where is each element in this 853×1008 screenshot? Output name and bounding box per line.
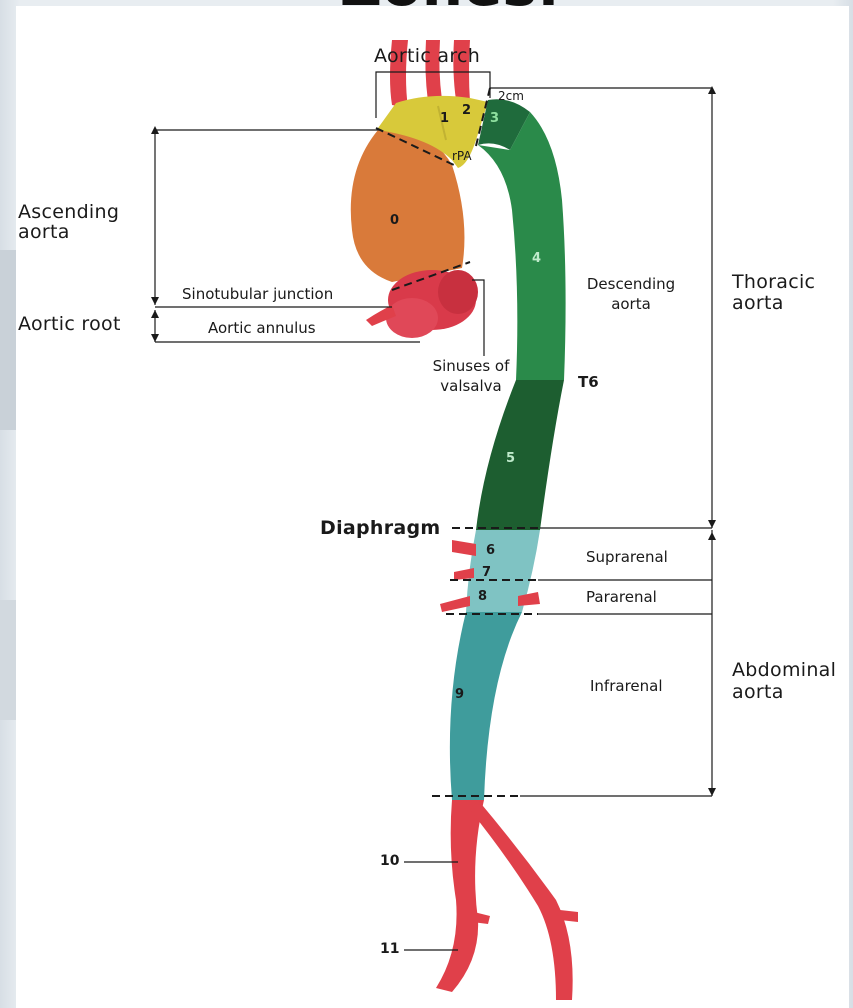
t6-label: T6 — [578, 374, 599, 391]
zone-7-label: 7 — [482, 566, 491, 579]
rpa-label: rPA — [452, 150, 472, 163]
zone-6-label: 6 — [486, 544, 495, 557]
sinuses-of-valsalva-label-2: valsalva — [428, 378, 514, 395]
aortic-annulus-label: Aortic annulus — [208, 320, 316, 337]
zone-4-label: 4 — [532, 252, 541, 265]
zone-10-label: 10 — [380, 854, 399, 868]
iliac-arteries — [436, 800, 578, 1000]
ascending-aorta-label-2: aorta — [18, 222, 70, 243]
ascending-aorta-label-1: Ascending — [18, 202, 119, 223]
sinuses-of-valsalva-label-1: Sinuses of — [428, 358, 514, 375]
infrarenal-label: Infrarenal — [590, 678, 663, 695]
two-cm-label: 2cm — [498, 90, 524, 103]
zone-5 — [476, 380, 564, 530]
thoracic-aorta-label-1: Thoracic — [732, 272, 815, 293]
aortic-root-label: Aortic root — [18, 314, 121, 335]
zone-11-label: 11 — [380, 942, 399, 956]
sinotubular-junction-label: Sinotubular junction — [182, 286, 333, 303]
descending-aorta-label-2: aorta — [578, 296, 684, 313]
zone-9-infrarenal — [450, 612, 522, 800]
zone-4-descending-thoracic — [478, 112, 566, 380]
pararenal-label: Pararenal — [586, 589, 657, 606]
zone-8-label: 8 — [478, 590, 487, 603]
thoracic-aorta-label-2: aorta — [732, 293, 784, 314]
abdominal-aorta-label-2: aorta — [732, 682, 784, 703]
zone-1-label: 1 — [440, 112, 449, 125]
zone-5-label: 5 — [506, 452, 515, 465]
aortic-arch-label: Aortic arch — [374, 46, 480, 67]
zone-0-label: 0 — [390, 214, 399, 227]
diaphragm-label: Diaphragm — [320, 518, 441, 539]
zone-9-label: 9 — [455, 688, 464, 701]
zone-2-label: 2 — [462, 104, 471, 117]
zone-3-label: 3 — [490, 112, 499, 125]
abdominal-aorta-label-1: Abdominal — [732, 660, 836, 681]
descending-aorta-label-1: Descending — [578, 276, 684, 293]
suprarenal-label: Suprarenal — [586, 549, 668, 566]
